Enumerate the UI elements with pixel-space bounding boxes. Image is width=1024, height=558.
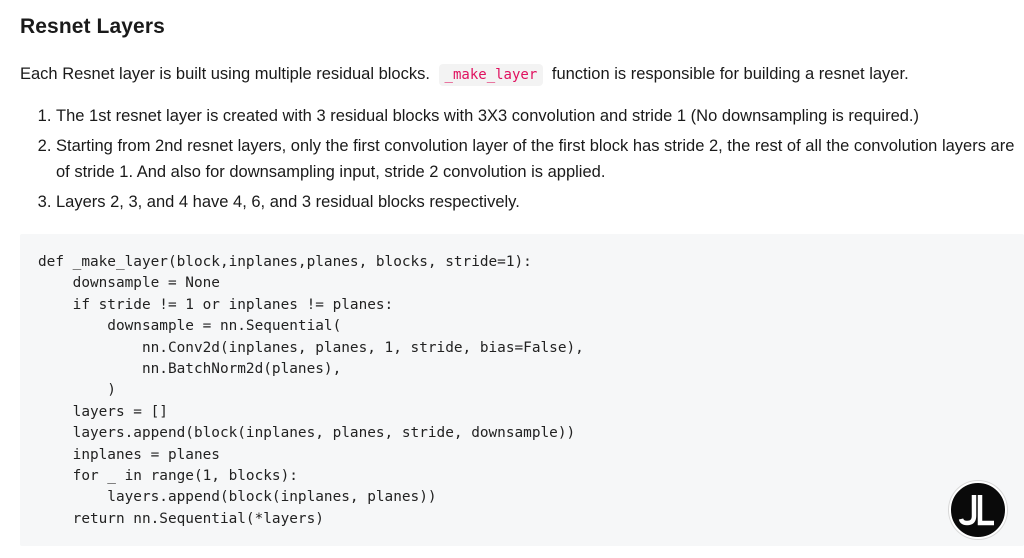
code-block: def _make_layer(block,inplanes,planes, b… — [20, 234, 1024, 546]
section-heading: Resnet Layers — [20, 15, 165, 38]
list-item: Layers 2, 3, and 4 have 4, 6, and 3 resi… — [56, 189, 1016, 215]
code-line: nn.Conv2d(inplanes, planes, 1, stride, b… — [38, 339, 584, 356]
intro-text-after: function is responsible for building a r… — [551, 65, 909, 83]
code-line: ) — [38, 382, 116, 399]
code-line: def _make_layer(block,inplanes,planes, b… — [38, 254, 532, 270]
code-line: layers.append(block(inplanes, planes)) — [38, 489, 437, 506]
code-line: for _ in range(1, blocks): — [38, 468, 298, 485]
jl-logo-glyph — [958, 495, 994, 526]
code-line: layers.append(block(inplanes, planes, st… — [38, 425, 576, 442]
jl-logo-icon[interactable] — [949, 481, 1007, 539]
code-line: return nn.Sequential(*layers) — [38, 510, 324, 527]
list-item: The 1st resnet layer is created with 3 r… — [56, 103, 1016, 129]
code-content: def _make_layer(block,inplanes,planes, b… — [38, 252, 584, 530]
code-line: inplanes = planes — [38, 446, 220, 463]
code-line: layers = [] — [38, 403, 168, 420]
code-line: downsample = nn.Sequential( — [38, 318, 342, 335]
inline-code-make-layer: _make_layer — [438, 64, 544, 86]
list-item: Starting from 2nd resnet layers, only th… — [56, 133, 1016, 185]
code-line: nn.BatchNorm2d(planes), — [38, 361, 342, 378]
intro-text-before: Each Resnet layer is built using multipl… — [20, 65, 430, 83]
intro-paragraph: Each Resnet layer is built using multipl… — [20, 62, 909, 87]
steps-list: The 1st resnet layer is created with 3 r… — [20, 103, 1016, 219]
code-line: if stride != 1 or inplanes != planes: — [38, 296, 394, 313]
code-line: downsample = None — [38, 275, 220, 292]
